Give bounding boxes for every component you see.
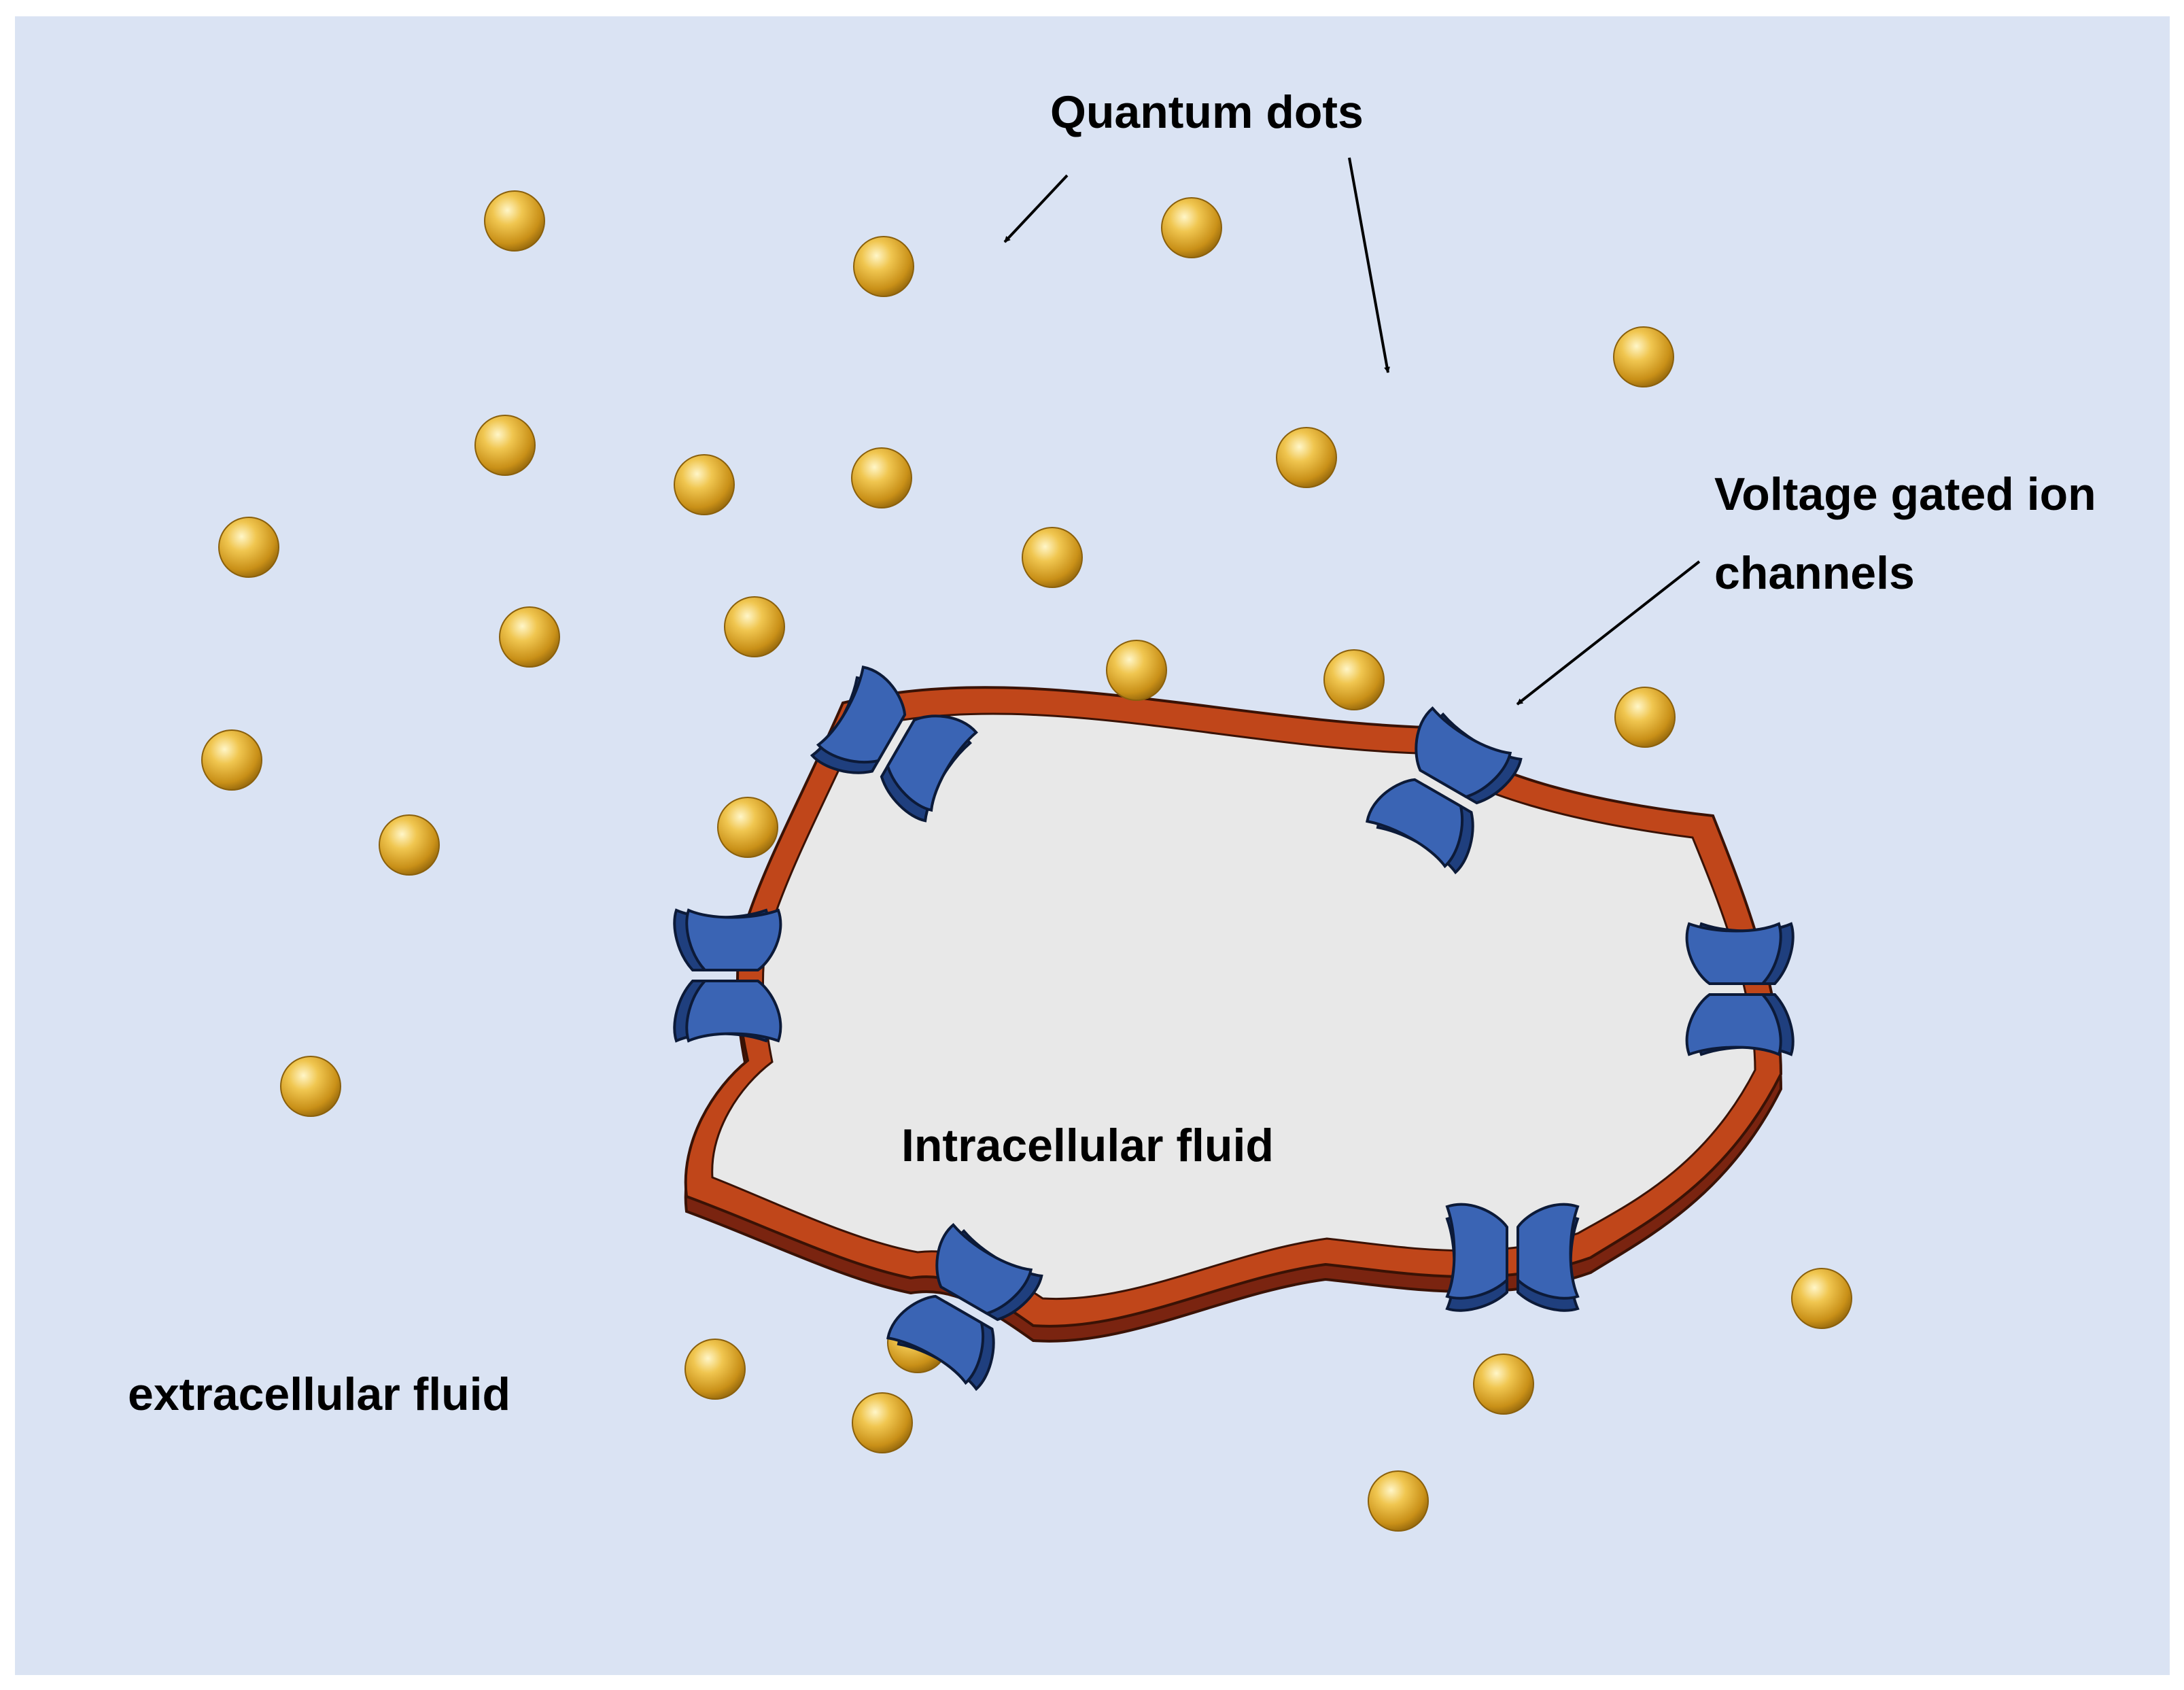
quantum-dot (853, 236, 914, 297)
label-intracellular: Intracellular fluid (901, 1120, 1274, 1171)
quantum-dot (717, 797, 778, 858)
ion-channel (886, 1223, 1043, 1392)
ion-channel-subunit (685, 908, 782, 971)
ion-channel-subunit (1445, 1203, 1508, 1300)
quantum-dot (484, 190, 545, 252)
ion-channel-subunit (1366, 778, 1464, 869)
ion-channel-subunit (816, 666, 907, 764)
ion-channel (1366, 706, 1523, 875)
label-quantum-dots: Quantum dots (1050, 86, 1364, 138)
arrow-quantum-dots-right (1348, 157, 1390, 373)
quantum-dot (674, 454, 735, 515)
quantum-dot (851, 447, 912, 508)
ion-channel (1445, 1203, 1580, 1312)
quantum-dot (201, 729, 262, 791)
ion-channel (673, 908, 782, 1043)
ion-channel-subunit (886, 1294, 985, 1385)
ion-channel-subunit (685, 980, 782, 1043)
ion-channel-subunit (1516, 1203, 1580, 1300)
label-ion-channels-line2: channels (1714, 547, 1915, 599)
ion-channel (1685, 922, 1795, 1056)
quantum-dot (724, 596, 785, 657)
quantum-dot (1614, 687, 1676, 748)
quantum-dot (852, 1392, 913, 1453)
quantum-dot (1161, 197, 1222, 258)
quantum-dot (1473, 1353, 1534, 1415)
label-extracellular: extracellular fluid (128, 1368, 510, 1420)
quantum-dot (379, 814, 440, 876)
ion-channel-subunit (1685, 993, 1782, 1056)
ion-channel-subunit (886, 714, 978, 812)
quantum-dot (218, 517, 279, 578)
arrow-ion-channels (1516, 560, 1701, 706)
quantum-dot (280, 1056, 341, 1117)
arrow-quantum-dots-left (1003, 174, 1069, 243)
quantum-dot (684, 1339, 746, 1400)
annotation-arrows (1003, 157, 1701, 706)
cell (684, 686, 1783, 1343)
ion-channel-subunit (1415, 706, 1512, 799)
quantum-dot (1276, 427, 1337, 488)
quantum-dot (1022, 527, 1083, 588)
ion-channels (673, 666, 1795, 1392)
quantum-dot (1613, 326, 1674, 387)
quantum-dot (474, 415, 536, 476)
quantum-dot (499, 606, 560, 668)
quantum-dot (1791, 1268, 1852, 1329)
ion-channel-subunit (935, 1223, 1033, 1315)
label-ion-channels-line1: Voltage gated ion (1714, 468, 2096, 520)
ion-channel (810, 666, 978, 823)
quantum-dot (1368, 1470, 1429, 1532)
quantum-dot (1323, 649, 1385, 710)
ion-channel-subunit (1685, 922, 1782, 985)
quantum-dot (1106, 640, 1167, 701)
